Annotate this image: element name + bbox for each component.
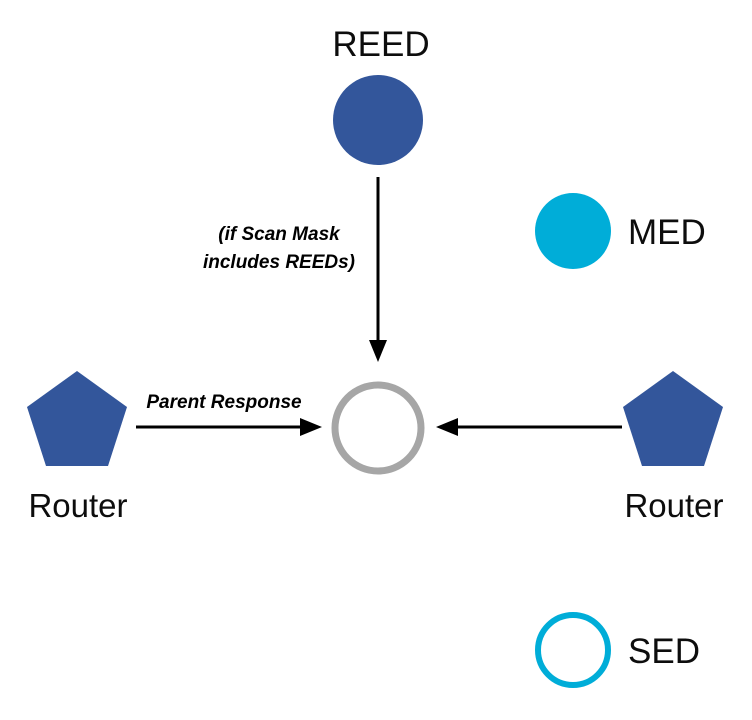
edge-router-left-to-center: Parent Response [136, 392, 322, 436]
edge-reed-to-center: (if Scan Mask includes REEDs) [203, 177, 387, 362]
center-circle-icon[interactable] [331, 381, 425, 475]
node-router-left[interactable]: Router [27, 371, 128, 524]
reed-circle-icon[interactable] [333, 75, 423, 165]
sed-label: SED [628, 632, 700, 671]
node-med[interactable]: MED [535, 193, 706, 269]
router-right-label: Router [624, 487, 723, 524]
node-reed[interactable]: REED [332, 25, 430, 165]
edge-router-left-to-center-arrowhead [300, 418, 322, 436]
med-circle-icon[interactable] [535, 193, 611, 269]
node-router-right[interactable]: Router [623, 371, 724, 524]
router-left-pentagon-icon[interactable] [27, 371, 127, 466]
edge-router-right-to-center-arrowhead [436, 418, 458, 436]
edge-reed-to-center-arrowhead [369, 340, 387, 362]
edge-router-right-to-center [436, 418, 622, 436]
node-sed[interactable]: SED [535, 612, 700, 688]
node-center-device[interactable] [331, 381, 425, 475]
router-right-pentagon-icon[interactable] [623, 371, 723, 466]
edge-parent-response-label: Parent Response [146, 392, 302, 413]
edge-reed-to-center-label-line1: (if Scan Mask [218, 224, 341, 245]
med-label: MED [628, 213, 706, 252]
router-left-label: Router [28, 487, 127, 524]
edge-reed-to-center-label-line2: includes REEDs) [203, 252, 355, 273]
reed-label: REED [332, 25, 429, 64]
sed-circle-icon[interactable] [535, 612, 611, 688]
